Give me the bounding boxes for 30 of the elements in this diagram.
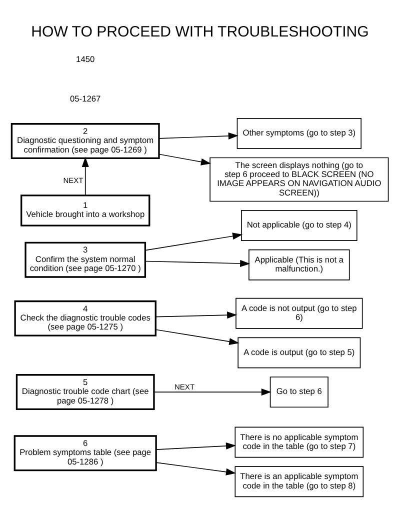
node-box: 2 Diagnostic questioning and symptom confirmation (see page 05-1269 ) <box>10 123 160 159</box>
node-box: A code is not output (go to step 6) <box>236 298 363 329</box>
arrow <box>155 329 240 346</box>
node-box: There is an applicable symptom code in the table (go to step 8) <box>234 466 364 498</box>
arrow <box>156 442 236 450</box>
node-box: Other symptoms (go to step 3) <box>236 118 362 149</box>
edge-label: NEXT <box>174 382 195 392</box>
node-box: The screen displays nothing (go to step 6 proceed to BLACK SCREEN (NO IMAGE APPEARS ON NAVIGATION AUDIO SCREEN)) <box>210 157 389 202</box>
node-box: Applicable (This is not a malfunction.) <box>248 249 350 280</box>
arrow <box>156 462 236 476</box>
label: 1450 <box>76 54 95 64</box>
node-box: 3 Confirm the system normal condition (see page 05-1270 ) <box>24 242 146 278</box>
node-box: Not applicable (go to step 4) <box>241 210 358 241</box>
arrow <box>144 260 250 267</box>
arrow <box>154 388 272 396</box>
edge-label: NEXT <box>63 176 84 185</box>
diagram-title: HOW TO PROCEED WITH TROUBLESHOOTING <box>31 24 369 41</box>
label: 05-1267 <box>70 93 101 104</box>
arrow <box>144 232 243 251</box>
node-box: There is no applicable symptom code in the table (go to step 7) <box>234 426 364 458</box>
node-box: 4 Check the diagnostic trouble codes (see page 05-1275 ) <box>14 300 156 336</box>
arrow <box>158 132 238 140</box>
node-box: 1 Vehicle brought into a workshop <box>20 194 150 226</box>
arrow <box>82 156 89 196</box>
node-box: 6 Problem symptoms table (see page 05-1286 ) <box>14 435 157 472</box>
node-box: 5 Diagnostic trouble code chart (see page 05-1278 ) <box>16 374 155 410</box>
node-box: A code is output (go to step 5) <box>238 337 361 368</box>
node-box: Go to step 6 <box>270 376 328 408</box>
arrow <box>158 154 212 166</box>
arrow <box>155 312 238 319</box>
